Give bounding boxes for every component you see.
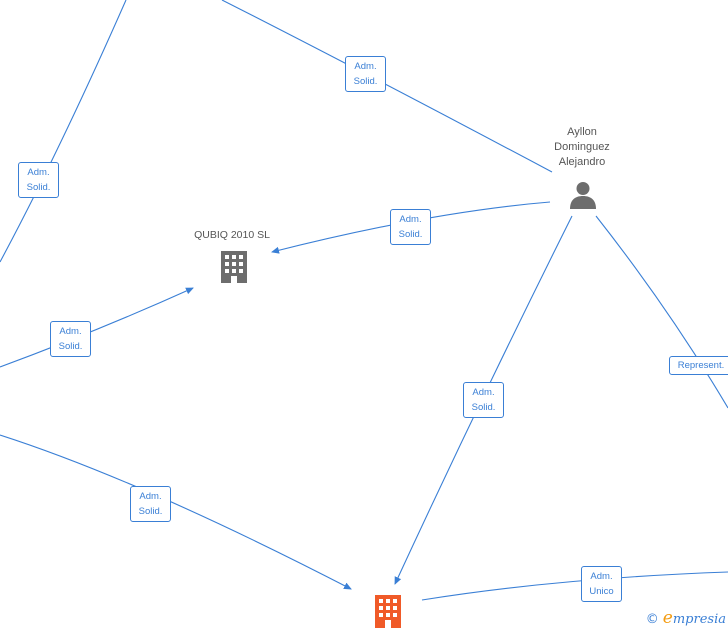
edge-label-e8[interactable]: Adm. Unico [581,566,622,602]
edge-label-e3[interactable]: Adm. Solid. [390,209,431,245]
edge-label-line: Solid. [471,402,496,413]
watermark-initial: e [662,608,673,628]
edge-label-line: Adm. [590,571,613,582]
edge-label-line: Represent. [677,360,725,371]
edge-label-line: Adm. [27,167,50,178]
edge-label-line: Solid. [58,341,83,352]
edge-label-line: Solid. [398,229,423,240]
edge-e2 [221,0,553,173]
company-qubiq-name: QUBIQ 2010 SL [194,229,270,241]
edge-label-e2[interactable]: Adm. Solid. [345,56,386,92]
edge-label-line: Adm. [472,387,495,398]
edge-e1 [0,0,127,263]
edge-e4 [0,287,194,368]
building-icon[interactable] [372,593,404,628]
edge-label-line: Adm. [399,214,422,225]
edge-e7 [595,215,728,409]
watermark-text: mpresia [672,612,726,627]
edge-e8 [421,571,728,601]
empresia-watermark: ©empresia [646,608,726,628]
edge-label-e5[interactable]: Adm. Solid. [130,486,171,522]
edge-label-e6[interactable]: Adm. Solid. [463,382,504,418]
edge-label-line: Adm. [354,61,377,72]
edge-label-e4[interactable]: Adm. Solid. [50,321,91,357]
copyright-symbol: © [645,612,659,627]
edge-label-line: Adm. [59,326,82,337]
person-name-line: Ayllon [567,126,597,138]
edge-label-e1[interactable]: Adm. Solid. [18,162,59,198]
edge-label-line: Solid. [138,506,163,517]
edge-label-e7[interactable]: Represent. [669,356,728,375]
edge-label-line: Adm. [139,491,162,502]
edge-label-line: Solid. [26,182,51,193]
person-node-name: Ayllon Dominguez Alejandro [541,125,623,170]
person-name-line: Dominguez [554,141,610,153]
edge-label-line: Solid. [353,76,378,87]
building-icon[interactable] [218,249,250,283]
person-icon[interactable] [568,180,598,210]
edge-e5 [0,434,352,590]
edge-label-line: Unico [589,586,614,597]
person-name-line: Alejandro [558,156,606,168]
